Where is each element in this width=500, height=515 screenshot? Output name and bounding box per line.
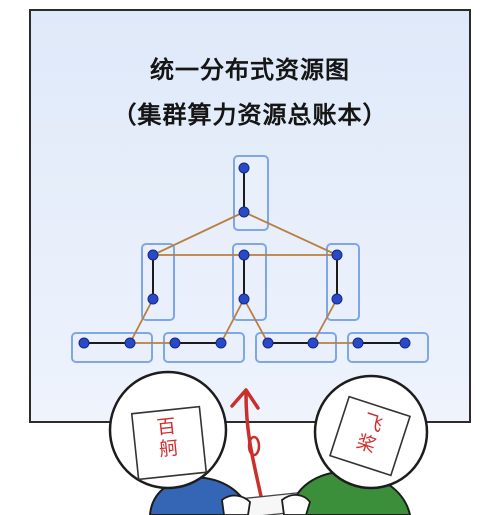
diagram-title: 统一分布式资源图 — [150, 56, 350, 84]
node — [238, 293, 250, 305]
node-links — [84, 168, 405, 344]
left-character-label: 百舸 — [155, 415, 180, 462]
node — [238, 162, 250, 174]
node — [238, 206, 250, 218]
node — [352, 337, 364, 349]
node — [124, 337, 136, 349]
node — [147, 293, 159, 305]
red-arrow — [230, 388, 265, 508]
node — [331, 293, 343, 305]
node — [307, 337, 319, 349]
nodes — [78, 162, 411, 349]
node — [147, 249, 159, 261]
node — [262, 337, 274, 349]
group-boxes — [71, 155, 429, 363]
handshake-document — [221, 492, 311, 515]
node — [331, 249, 343, 261]
node — [78, 337, 90, 349]
node — [238, 249, 250, 261]
node — [215, 337, 227, 349]
node — [169, 337, 181, 349]
diagram-subtitle: （集群算力资源总账本） — [112, 101, 388, 129]
right-character — [288, 374, 429, 515]
node — [399, 337, 411, 349]
